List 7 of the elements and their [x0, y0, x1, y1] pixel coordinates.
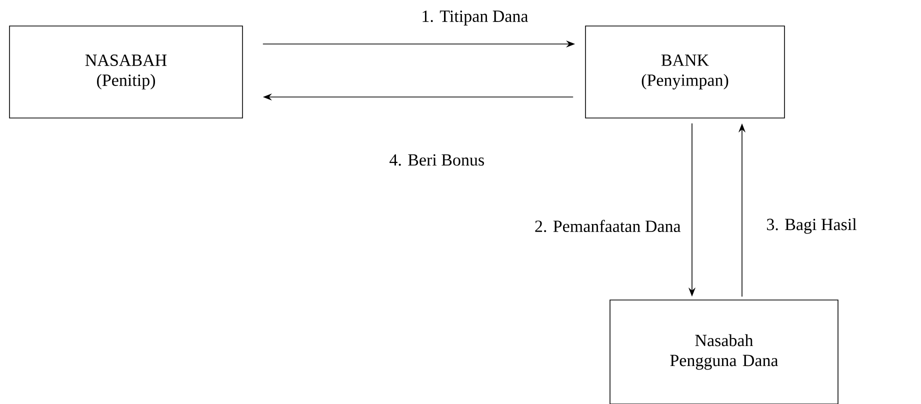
- edge-label: 2. Pemanfaatan Dana: [533, 218, 682, 234]
- box: BANK (Penyimpan): [585, 26, 785, 118]
- box: Nasabah Pengguna Dana: [610, 300, 838, 404]
- edge-label: 4. Beri Bonus: [388, 153, 486, 167]
- edge-label: 1. Titipan Dana: [420, 10, 530, 26]
- box: NASABAH (Penitip): [9, 26, 243, 118]
- edge-label: 3. Bagi Hasil: [765, 217, 858, 235]
